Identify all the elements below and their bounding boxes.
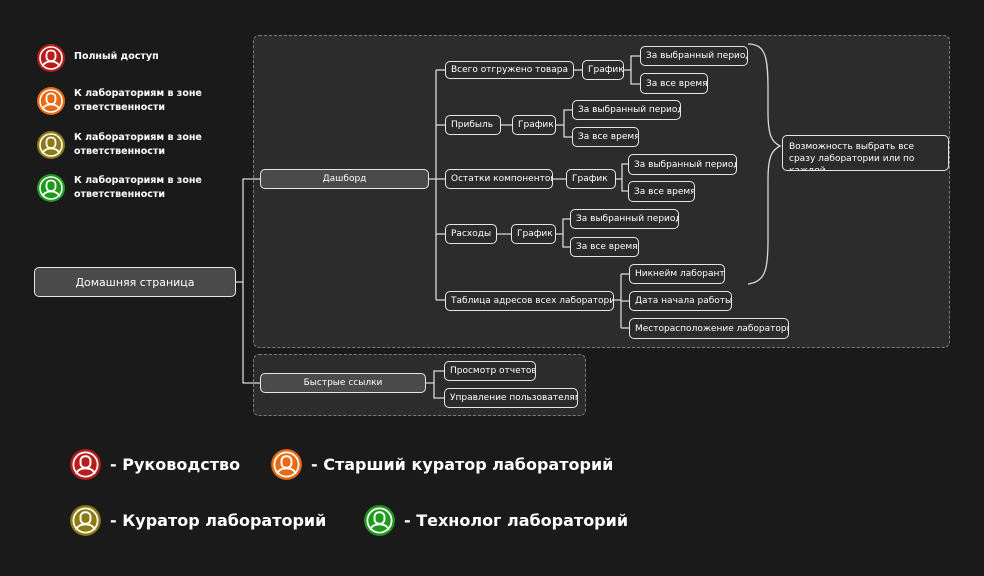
branch-shipped-period[interactable]: За выбранный период — [640, 46, 748, 66]
legend-bottom-item: - Куратор лабораторий — [69, 504, 326, 537]
quick-links-node[interactable]: Быстрые ссылки — [260, 373, 426, 393]
user-icon — [69, 504, 102, 537]
branch-stock[interactable]: Остатки компонентов — [445, 169, 553, 189]
legend-top-item: К лабораториям в зоне ответственности — [36, 173, 224, 203]
branch-expenses-chart[interactable]: График — [511, 224, 556, 244]
quick-users[interactable]: Управление пользователями — [444, 388, 578, 408]
branch-shipped-all[interactable]: За все время — [640, 73, 708, 94]
user-icon — [69, 448, 102, 481]
branch-stock-chart[interactable]: График — [566, 169, 616, 189]
legend-top-item: Полный доступ — [36, 43, 224, 73]
branch-profit-all[interactable]: За все время — [572, 127, 639, 147]
branch-profit[interactable]: Прибыль — [445, 115, 501, 135]
branch-shipped-chart[interactable]: График — [582, 60, 624, 80]
legend-bottom-label: - Куратор лабораторий — [110, 511, 327, 530]
legend-top-item: К лабораториям в зоне ответственности — [36, 86, 224, 116]
legend-top-label: К лабораториям в зоне ответственности — [74, 175, 202, 200]
legend-top-item: К лабораториям в зоне ответственности — [36, 130, 224, 160]
branch-stock-period[interactable]: За выбранный период — [628, 154, 737, 175]
quick-reports[interactable]: Просмотр отчетов — [444, 361, 536, 381]
user-icon — [363, 504, 396, 537]
user-icon — [36, 130, 66, 160]
legend-top-label: К лабораториям в зоне ответственности — [74, 132, 202, 157]
table-start-date[interactable]: Дата начала работы — [629, 291, 732, 311]
branch-shipped[interactable]: Всего отгружено товара — [445, 61, 574, 79]
user-icon — [36, 86, 66, 116]
user-icon — [36, 173, 66, 203]
legend-bottom-label: - Руководство — [110, 455, 241, 474]
legend-bottom-item: - Старший куратор лабораторий — [270, 448, 613, 481]
branch-profit-chart[interactable]: График — [512, 115, 556, 135]
branch-expenses[interactable]: Расходы — [445, 224, 497, 244]
branch-profit-period[interactable]: За выбранный период — [572, 100, 681, 120]
table-nickname[interactable]: Никнейм лаборанта — [629, 264, 725, 284]
branch-expenses-period[interactable]: За выбранный период — [570, 209, 679, 229]
user-icon — [270, 448, 303, 481]
legend-bottom-item: - Руководство — [69, 448, 240, 481]
root-node[interactable]: Домашняя страница — [34, 267, 236, 297]
branch-expenses-all[interactable]: За все время — [570, 237, 639, 257]
selection-note: Возможность выбрать все сразу лаборатори… — [782, 135, 949, 171]
legend-bottom-label: - Технолог лабораторий — [404, 511, 629, 530]
branch-stock-all[interactable]: За все время — [628, 181, 695, 202]
branch-table[interactable]: Таблица адресов всех лабораторий — [445, 291, 614, 311]
legend-top-label: Полный доступ — [74, 51, 159, 62]
legend-bottom-label: - Старший куратор лабораторий — [311, 455, 614, 474]
legend-bottom-item: - Технолог лабораторий — [363, 504, 628, 537]
legend-top-label: К лабораториям в зоне ответственности — [74, 88, 202, 113]
user-icon — [36, 43, 66, 73]
dashboard-node[interactable]: Дашборд — [260, 169, 429, 189]
table-location[interactable]: Месторасположение лаборатории — [629, 318, 789, 339]
